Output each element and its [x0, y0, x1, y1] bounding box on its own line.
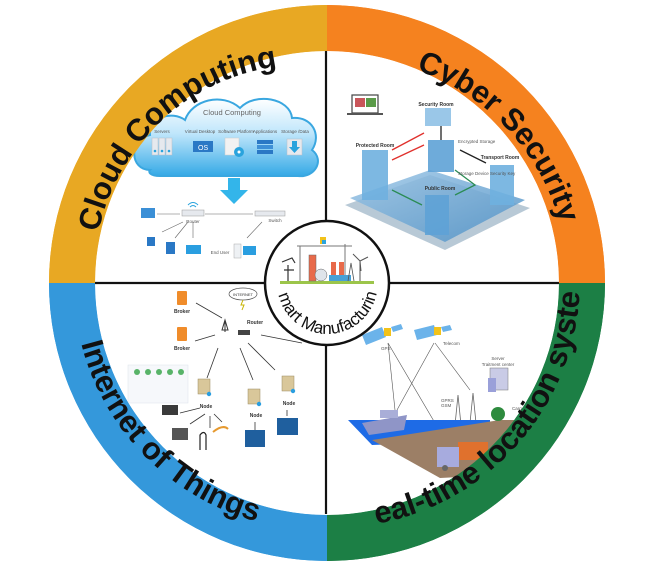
virtual-desktop-icon: OS: [193, 141, 213, 152]
printer-icon: [141, 208, 155, 218]
ring-overlay: [49, 5, 605, 561]
wifi-icon: [187, 202, 199, 208]
sensor-icon-2: [172, 428, 188, 440]
room-public: Public Room: [425, 186, 456, 235]
svg-text:INTERNET: INTERNET: [233, 292, 254, 297]
iot-links: [179, 302, 303, 430]
antenna-icon: [221, 318, 229, 332]
server-center-icon: [488, 367, 509, 392]
satellite-label-gps: GPS: [381, 346, 391, 351]
tower-label-gsm: GSM: [441, 403, 452, 408]
service-label-applications: Applications: [253, 129, 278, 134]
broker-icon-2: [177, 327, 187, 341]
cloud-computing-illustration: Cloud Computing Servers Virtual Desktop …: [133, 98, 319, 259]
applications-icon: [257, 140, 273, 154]
factory-icon: [280, 237, 374, 284]
annotation-storage-device: Storage Device Security Key: [458, 171, 516, 176]
server-label-line1: Server: [491, 356, 505, 361]
local-network-diagram: [157, 213, 263, 239]
telecom-satellite-icon: [414, 325, 452, 340]
server-label-line2: Traitment center: [482, 362, 515, 367]
svg-text:OS: OS: [198, 145, 208, 152]
room-protected: Protected Room: [356, 143, 395, 200]
broker-icon-1: [177, 291, 187, 305]
node-label-1: Node: [200, 404, 213, 410]
user-device-icon: [147, 237, 155, 246]
end-user-label: End User: [211, 250, 230, 255]
node-server-icon-2: [247, 388, 262, 407]
probe-sensor-icon: [199, 431, 207, 450]
servers-icon: [151, 137, 173, 156]
dashboard-thumbnail: [127, 364, 189, 404]
switch-label: Switch: [268, 218, 282, 223]
desktop-tower-icon: [233, 243, 242, 259]
ring-band-cloud-computing: [49, 5, 327, 283]
tower-label-gprs: GPRS: [441, 398, 454, 403]
service-label-storage-data: Storage /Data: [281, 129, 309, 134]
cargo-label: Cargo: [512, 406, 525, 411]
gsm-tower-icon: [454, 392, 477, 426]
tablet-icon: [166, 242, 175, 254]
rtls-illustration: GPS Telecom Server Traitment center GPRS…: [348, 324, 535, 478]
iot-illustration: Broker Broker INTERNET Router Node Node: [127, 287, 303, 450]
node-server-icon-1: [197, 378, 212, 397]
download-arrow-icon: [220, 178, 248, 204]
broker-label-2: Broker: [174, 346, 190, 352]
sensor-icon-1: [162, 405, 178, 415]
cloud-services: Servers Virtual Desktop Software Platfor…: [151, 129, 309, 157]
camera-module-icon-1: [245, 430, 265, 447]
service-label-virtual-desktop: Virtual Desktop: [185, 129, 216, 134]
router-icon: [238, 330, 250, 335]
cloud-shape: [133, 98, 319, 178]
node-label-3: Node: [283, 401, 296, 407]
gps-satellite-icon: [362, 324, 403, 345]
service-label-software-platform: Software Platform: [218, 129, 254, 134]
room-label-protected: Protected Room: [356, 143, 395, 149]
ring-band-real-time-location-system: [327, 283, 605, 561]
room-label-transport: Transport Room: [481, 155, 520, 161]
camera-module-icon-2: [277, 418, 298, 435]
cyber-security-illustration: Security Room Protected Room Transport R…: [345, 94, 530, 250]
room-label-public: Public Room: [425, 186, 456, 192]
ring-band-cyber-security: [327, 5, 605, 283]
laptop-icon: [186, 245, 201, 254]
router-icon: [181, 209, 205, 217]
storage-data-icon: [286, 138, 303, 156]
satellite-label-telecom: Telecom: [443, 341, 460, 346]
cloud-title: Cloud Computing: [203, 108, 261, 117]
ring-band-internet-of-things: [49, 283, 327, 561]
room-security: Security Room: [418, 102, 454, 172]
connection-arrows: [391, 126, 487, 206]
node-server-icon-3: [281, 375, 296, 394]
monitor-icon: [243, 246, 256, 255]
node-label-2: Node: [250, 413, 263, 419]
antenna-dish-icon: [491, 407, 505, 421]
software-platform-icon: [224, 137, 244, 157]
router-label: Router: [186, 219, 200, 224]
room-transport: Transport Room: [481, 155, 520, 205]
broker-label-1: Broker: [174, 309, 190, 315]
annotation-encrypted-storage: Encrypted Storage: [458, 139, 496, 144]
internet-cloud-icon: INTERNET: [228, 287, 258, 311]
switch-icon: [254, 210, 286, 217]
service-label-servers: Servers: [154, 129, 170, 134]
room-label-security: Security Room: [418, 102, 454, 108]
router-label: Router: [247, 320, 263, 326]
wire-sensor-icon: [212, 426, 229, 433]
laptop-icon: [347, 94, 383, 115]
ship-icon: [362, 410, 407, 435]
